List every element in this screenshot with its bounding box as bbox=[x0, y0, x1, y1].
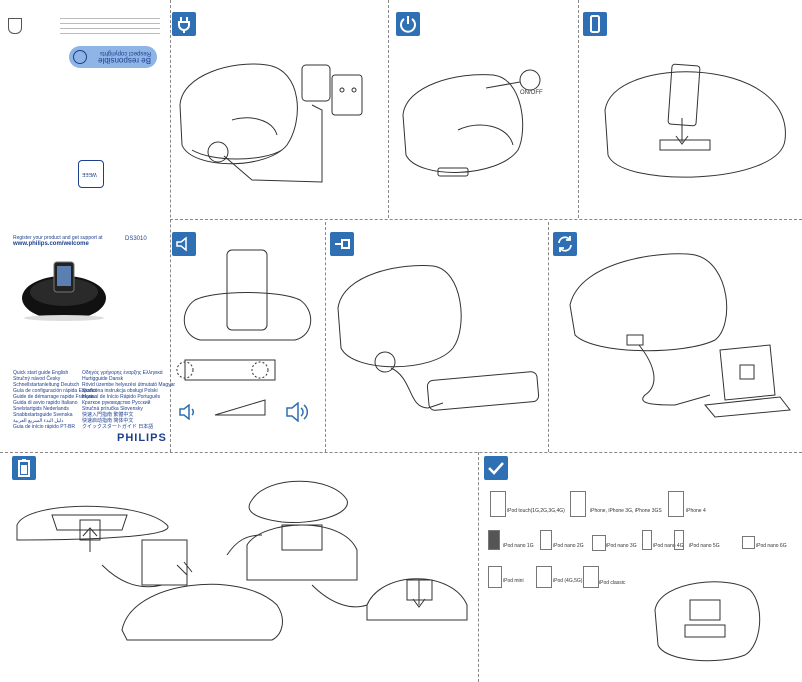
device-label: iPod touch(1G,2G,3G,4G) bbox=[507, 508, 565, 514]
aux-in-illustration bbox=[337, 265, 540, 411]
device-label: iPod classic bbox=[599, 580, 626, 586]
device-iphone4 bbox=[668, 491, 684, 517]
dock-insert-illustration bbox=[604, 63, 786, 178]
device-iphone bbox=[570, 491, 586, 517]
dock-top-illustration bbox=[654, 581, 761, 662]
divider-h-2 bbox=[0, 452, 802, 453]
aux-in-icon bbox=[335, 239, 350, 249]
device-label: iPod nano 4G bbox=[653, 543, 684, 549]
checkmark-icon bbox=[488, 462, 504, 475]
device-nano1g bbox=[488, 530, 500, 550]
divider-v-1 bbox=[170, 0, 171, 452]
divider-v-5 bbox=[548, 222, 549, 452]
language-list-right: Οδηγός γρήγορης έναρξης Ελληνικά Hurtigg… bbox=[82, 370, 176, 430]
sync-badge bbox=[553, 232, 577, 256]
device-label: iPod nano 5G bbox=[689, 543, 720, 549]
power-icon bbox=[400, 16, 416, 33]
device-ipod-touch bbox=[490, 491, 506, 517]
device-nano4g bbox=[642, 530, 652, 550]
dock-onoff-illustration bbox=[402, 69, 541, 177]
device-label: iPod nano 3G bbox=[606, 543, 637, 549]
device-nano6g bbox=[742, 536, 755, 549]
divider-v-6 bbox=[478, 452, 479, 682]
divider-v-3 bbox=[578, 0, 579, 218]
phone-badge bbox=[583, 12, 607, 36]
divider-v-4 bbox=[325, 222, 326, 452]
device-label: iPod nano 6G bbox=[756, 543, 787, 549]
plug-icon bbox=[178, 17, 190, 33]
audio-badge bbox=[172, 232, 196, 256]
respect-badge: Be responsible Respect copyrights bbox=[69, 46, 157, 68]
device-label: iPhone 4 bbox=[686, 508, 706, 514]
respect-line2: Respect copyrights bbox=[99, 50, 151, 56]
respect-line1: Be responsible bbox=[98, 56, 151, 65]
check-badge bbox=[484, 456, 508, 480]
website-url: www.philips.com/welcome bbox=[13, 241, 89, 247]
battery-install-illustration bbox=[16, 480, 468, 641]
device-label: iPhone, iPhone 3G, iPhone 3GS bbox=[590, 508, 662, 514]
device-nano5g bbox=[674, 530, 684, 550]
language-list-left: Quick start guide English Stručný návod … bbox=[13, 370, 97, 430]
device-classic bbox=[583, 566, 599, 588]
device-label: iPod mini bbox=[503, 578, 524, 584]
volume-up-icon bbox=[286, 402, 309, 422]
register-text: Register your product and get support at bbox=[13, 235, 103, 241]
device-nano2g bbox=[540, 530, 552, 550]
sync-icon bbox=[558, 236, 572, 252]
device-nano3g bbox=[592, 535, 606, 551]
plug-badge bbox=[172, 12, 196, 36]
battery-badge bbox=[12, 456, 36, 480]
copyright-icon bbox=[73, 50, 87, 64]
weee-logo: WEEE bbox=[78, 160, 104, 188]
power-badge bbox=[396, 12, 420, 36]
weee-label: WEEE bbox=[82, 171, 97, 177]
speaker-icon bbox=[176, 236, 187, 252]
fine-print bbox=[60, 10, 160, 38]
device-mini bbox=[488, 566, 502, 588]
model-number: DS3010 bbox=[125, 236, 147, 242]
volume-down-icon bbox=[179, 404, 195, 420]
dock-iphone-illustration bbox=[176, 249, 312, 416]
device-label: iPod nano 1G bbox=[503, 543, 534, 549]
brand-logo: PHILIPS bbox=[117, 432, 167, 444]
device-ipod45g bbox=[536, 566, 552, 588]
dock-power-illustration bbox=[179, 63, 363, 183]
phone-icon bbox=[590, 15, 600, 33]
on-off-label: ON/OFF bbox=[520, 90, 543, 96]
divider-h-1 bbox=[170, 219, 802, 220]
divider-v-2 bbox=[388, 0, 389, 218]
product-photo bbox=[22, 261, 106, 321]
sync-pc-illustration bbox=[569, 253, 791, 418]
device-label: iPod (4G,5G) bbox=[553, 578, 583, 584]
philips-shield-logo bbox=[8, 18, 22, 34]
device-label: iPod nano 2G bbox=[553, 543, 584, 549]
battery-icon bbox=[18, 459, 30, 477]
aux-badge bbox=[330, 232, 354, 256]
